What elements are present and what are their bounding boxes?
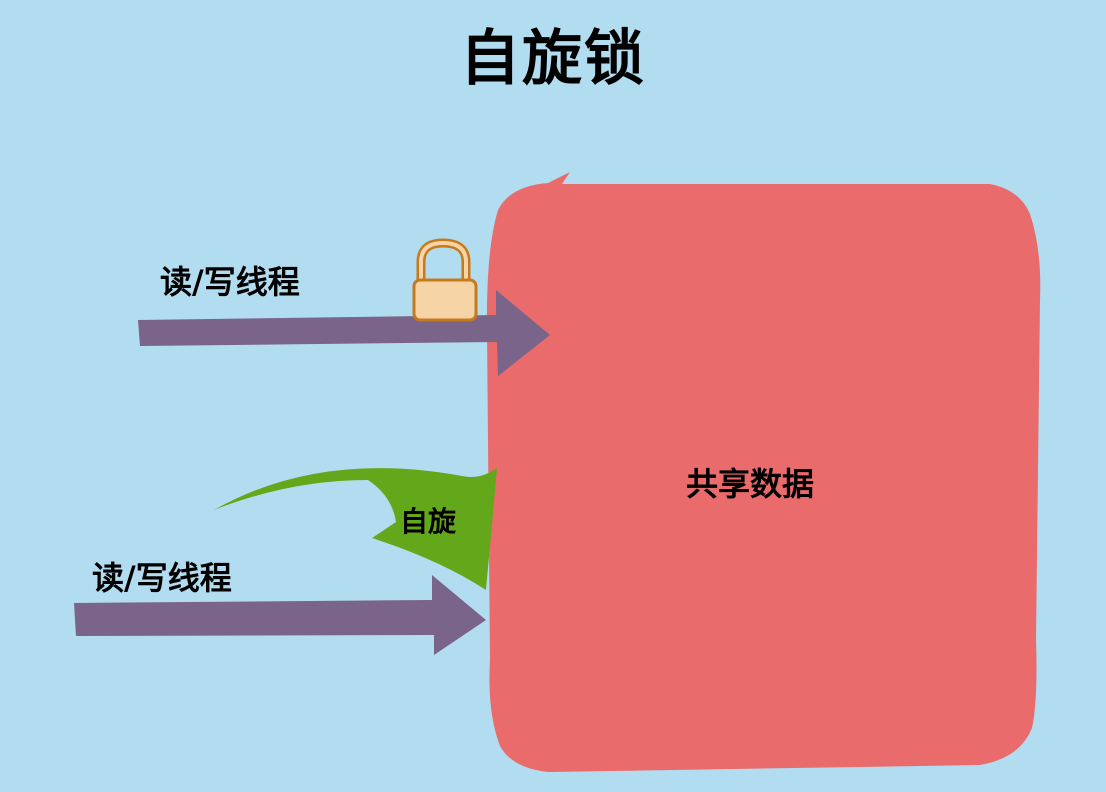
thread-arrow-bottom <box>74 575 486 655</box>
thread-label-top: 读/写线程 <box>160 263 300 301</box>
spin-arrow <box>214 468 497 590</box>
thread-label-bottom: 读/写线程 <box>92 559 232 597</box>
padlock-icon <box>412 238 478 322</box>
diagram-title: 自旋锁 <box>460 24 646 94</box>
spin-label: 自旋 <box>400 505 457 538</box>
thread-arrow-top <box>138 290 550 376</box>
shared-data-block <box>486 172 1041 772</box>
shared-data-label: 共享数据 <box>686 465 815 503</box>
